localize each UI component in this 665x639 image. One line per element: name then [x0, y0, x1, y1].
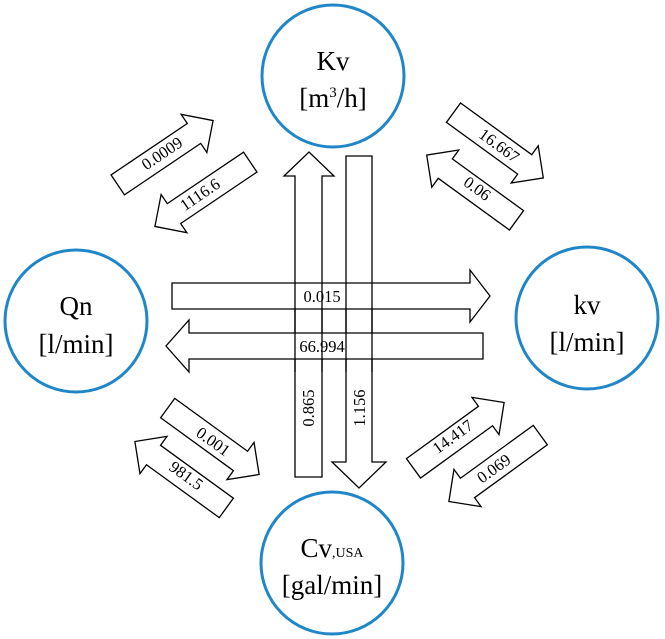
node-kv-lmin-unit: [l/min]: [550, 327, 625, 357]
label-cv-to-kvm3h: 0.865: [299, 389, 318, 426]
arrow-cv-to-qn: [134, 435, 235, 519]
label-kvm3h-to-cv: 1.156: [350, 389, 369, 426]
node-kv-lmin-name: kv: [574, 290, 602, 320]
node-qn: Qn [l/min]: [3, 248, 149, 394]
label-qn-to-kvlmin: 0.015: [303, 287, 340, 306]
arrow-kvm3h-to-qn: [154, 151, 258, 234]
arrow-kvlmin-to-qn: [165, 318, 484, 374]
arrow-qn-to-kvm3h: [110, 113, 214, 196]
node-cv-unit: [gal/min]: [282, 570, 382, 600]
node-kv-lmin: kv [l/min]: [514, 245, 660, 391]
node-kv-m3h-unit: [m3/h]: [299, 83, 367, 113]
arrow-qn-to-kvlmin: [171, 268, 491, 324]
arrow-qn-to-cv: [159, 397, 260, 481]
arrow-kvlmin-to-cv: [448, 424, 549, 508]
node-kv-m3h: Kv [m3/h]: [260, 3, 406, 149]
crossing-lines: [294, 283, 373, 372]
node-cv-name: Cv,USA: [300, 533, 364, 563]
arrow-kvm3h-to-kvlmin: [445, 102, 545, 184]
arrow-cv-to-kvm3h: [282, 151, 336, 478]
node-kv-m3h-name: Kv: [317, 46, 350, 76]
node-cv: Cv,USA [gal/min]: [259, 490, 405, 636]
arrow-kvm3h-to-cv: [330, 155, 388, 489]
arrow-cv-to-kvlmin: [405, 396, 505, 479]
arrow-kvlmin-to-kvm3h: [425, 149, 525, 231]
node-qn-unit: [l/min]: [39, 329, 114, 359]
label-kvlmin-to-qn: 66.994: [299, 337, 344, 356]
node-qn-name: Qn: [60, 291, 93, 321]
